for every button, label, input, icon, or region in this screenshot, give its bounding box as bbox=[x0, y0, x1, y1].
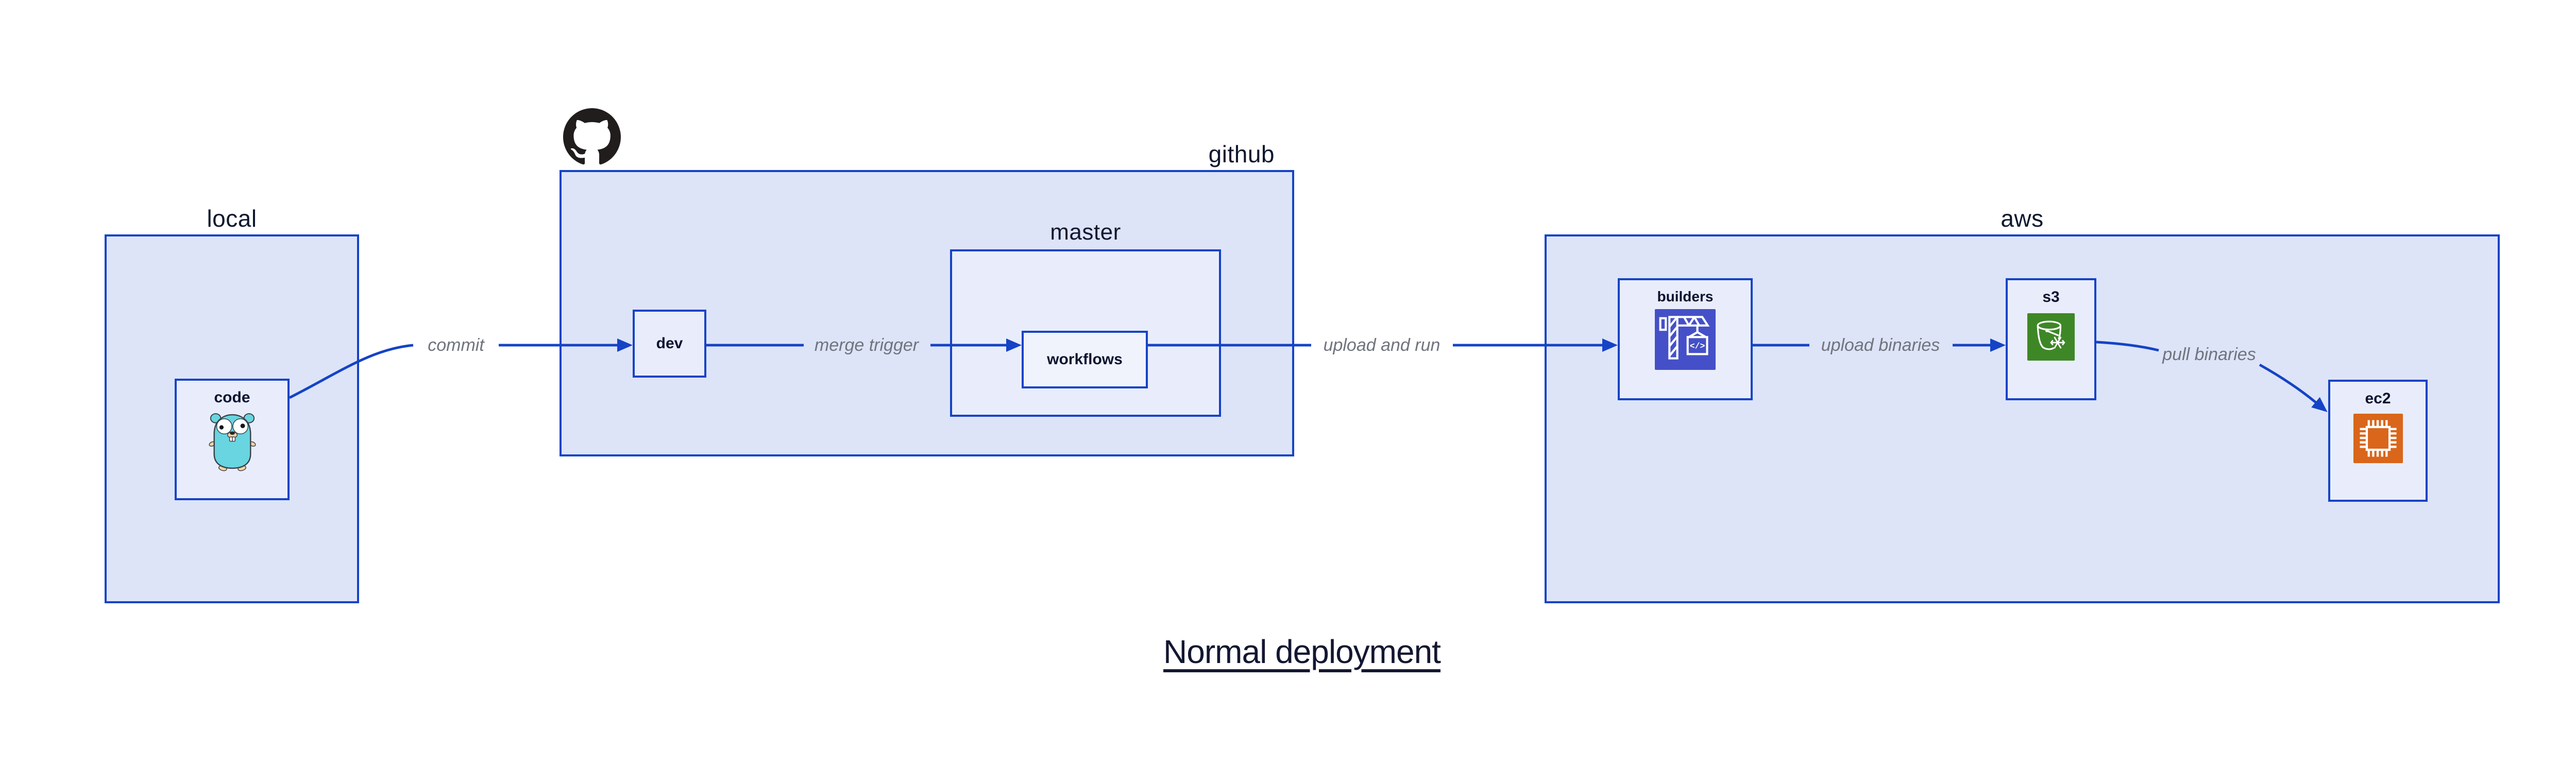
node-builders-label: builders bbox=[1657, 288, 1714, 304]
s3-bucket-icon bbox=[2027, 313, 2075, 361]
node-ec2: ec2 bbox=[2328, 380, 2428, 502]
group-aws-label: aws bbox=[2001, 205, 2044, 232]
ec2-chip-icon bbox=[2353, 414, 2403, 463]
codebuild-code-glyph: </> bbox=[1690, 341, 1705, 351]
github-icon bbox=[563, 108, 621, 165]
diagram-title: Normal deployment bbox=[1163, 633, 1441, 670]
node-builders: builders </> bbox=[1618, 278, 1753, 400]
group-local-label: local bbox=[207, 205, 257, 232]
node-code-label: code bbox=[214, 389, 250, 406]
node-ec2-label: ec2 bbox=[2365, 390, 2391, 407]
node-code: code bbox=[175, 379, 290, 500]
codebuild-crane-icon: </> bbox=[1655, 309, 1716, 370]
edge-upload-run-label: upload and run bbox=[1324, 335, 1440, 355]
node-workflows-label: workflows bbox=[1047, 351, 1123, 368]
edge-commit-label: commit bbox=[428, 335, 485, 355]
go-gopher-icon bbox=[208, 413, 256, 471]
group-github-label: github bbox=[1208, 141, 1275, 167]
node-s3: s3 bbox=[2006, 278, 2096, 400]
node-s3-label: s3 bbox=[2042, 288, 2060, 305]
node-workflows: workflows bbox=[1022, 331, 1148, 388]
group-master-label: master bbox=[1050, 219, 1121, 245]
node-dev: dev bbox=[633, 310, 706, 378]
node-dev-label: dev bbox=[656, 335, 683, 352]
